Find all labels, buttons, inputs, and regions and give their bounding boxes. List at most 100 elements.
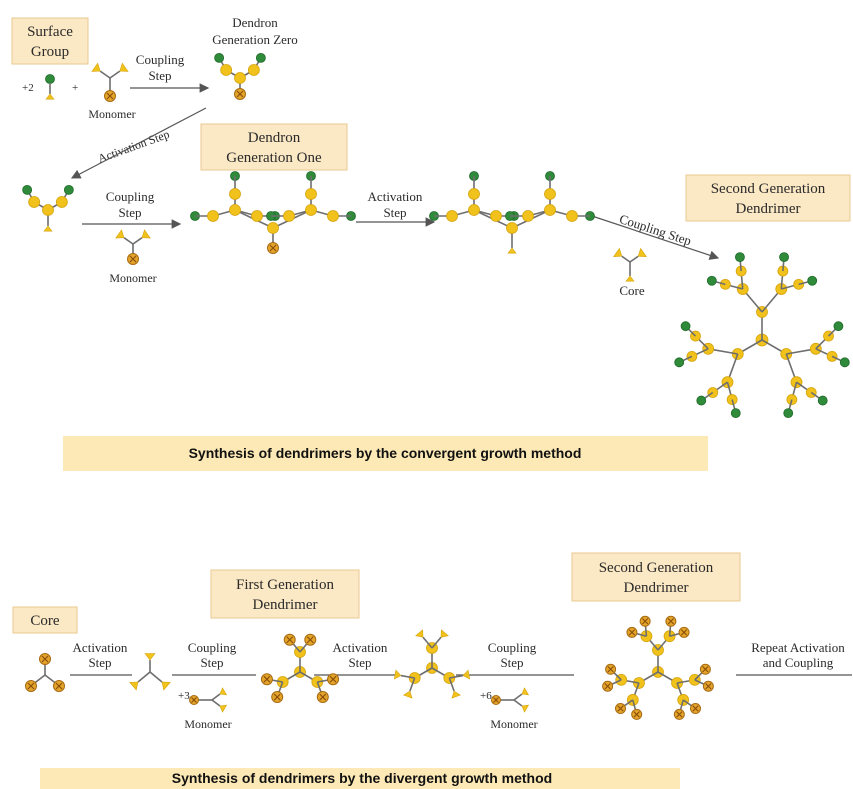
activated-end-wedge <box>219 687 228 696</box>
activated-end-wedge <box>415 629 424 638</box>
bond <box>422 636 433 649</box>
activated-end-wedge <box>393 669 402 680</box>
surface-group-bead <box>214 52 225 63</box>
second-gen-box-convergent <box>685 174 851 222</box>
bond <box>211 699 221 707</box>
activated-end-wedge <box>144 653 156 661</box>
yellow-bead <box>42 204 54 216</box>
bond <box>431 636 442 649</box>
yellow-bead <box>207 210 219 222</box>
bond <box>513 693 523 701</box>
bond <box>400 674 415 679</box>
activated-end-wedge <box>161 681 171 691</box>
activated-end-wedge <box>141 229 151 239</box>
bond <box>99 70 111 79</box>
activated-end-wedge <box>521 704 530 713</box>
reactive-core-mark <box>617 705 624 712</box>
times-three-label: +3 <box>178 690 190 702</box>
reactive-core-mark <box>236 90 244 98</box>
dendron-gen-one-label-2: Generation One <box>226 150 322 166</box>
reactive-core-mark <box>191 697 197 703</box>
bond <box>621 255 631 263</box>
convergent-caption: Synthesis of dendrimers by the convergen… <box>189 445 582 461</box>
surface-group-label-2: Group <box>31 44 69 60</box>
reactive-core-mark <box>329 675 337 683</box>
bond <box>513 699 523 707</box>
times-two-label: +2 <box>22 82 34 94</box>
div-monomer-label-2: Monomer <box>490 717 537 731</box>
activation-step-conv-line1: Activation <box>368 189 423 204</box>
dendron-gen-zero-label-1: Dendron <box>232 15 278 30</box>
activated-end-wedge <box>462 669 471 680</box>
first-gen-label-2: Dendrimer <box>253 597 318 613</box>
first-gen-box <box>210 569 360 619</box>
activated-end-wedge <box>43 225 53 232</box>
reactive-core-mark <box>129 255 137 263</box>
surface-group-bead <box>22 184 33 195</box>
bond <box>109 70 121 79</box>
reactive-core-mark <box>628 629 636 636</box>
activated-end-wedge <box>219 704 228 713</box>
surface-group-bead <box>817 395 828 406</box>
bond <box>629 255 639 263</box>
repeat-line2: and Coupling <box>763 655 834 670</box>
core-box-divergent <box>12 606 78 634</box>
reactive-core-mark <box>607 666 614 673</box>
coupling-step-1-line2: Step <box>148 68 171 83</box>
first-gen-label-1: First Generation <box>236 577 334 593</box>
div-coupling-2-line2: Step <box>500 655 523 670</box>
div-activation-1-line2: Step <box>88 655 111 670</box>
surface-group-bead <box>833 321 844 332</box>
reactive-core-mark <box>106 92 114 100</box>
yellow-bead <box>544 204 556 216</box>
convergent-caption-banner <box>63 436 708 471</box>
plus-label: + <box>72 82 78 94</box>
reactive-core-mark <box>27 682 35 690</box>
reactive-core-mark <box>680 629 688 636</box>
coupling-step-2-line2: Step <box>118 205 141 220</box>
activated-end-wedge <box>402 690 413 699</box>
molecule-layer <box>22 52 850 720</box>
activated-end-wedge <box>637 247 647 257</box>
surface-group-bead <box>674 357 685 368</box>
second-gen-label-1-divergent: Second Generation <box>599 560 714 576</box>
yellow-bead <box>305 188 317 200</box>
surface-group-bead <box>783 408 794 419</box>
activated-end-wedge <box>451 690 462 699</box>
div-activation-1-line1: Activation <box>73 640 128 655</box>
coupling-step-diagonal: Coupling Step <box>618 211 694 248</box>
second-gen-label-1-convergent: Second Generation <box>711 181 826 197</box>
activated-end-wedge <box>91 62 101 72</box>
dendron-gen-one-label-1: Dendron <box>248 130 301 146</box>
surface-group-label-1: Surface <box>27 24 73 40</box>
yellow-bead <box>234 72 246 84</box>
yellow-bead <box>229 204 241 216</box>
reactive-core-mark <box>269 244 277 252</box>
reactive-core-mark <box>306 636 314 644</box>
second-gen-label-2-divergent: Dendrimer <box>624 580 689 596</box>
reactive-core-mark <box>667 618 675 625</box>
coupling-step-2-line1: Coupling <box>106 189 155 204</box>
arrow-activation-diagonal <box>70 107 207 179</box>
repeat-line1: Repeat Activation <box>751 640 845 655</box>
yellow-bead <box>327 210 339 222</box>
yellow-bead <box>283 210 295 222</box>
dendron-gen-zero-label-2: Generation Zero <box>212 32 298 47</box>
surface-group-box <box>11 17 89 65</box>
dendron-gen-one-box <box>200 123 348 171</box>
activated-end-wedge <box>507 247 517 254</box>
surface-group-bead <box>839 357 850 368</box>
yellow-bead <box>220 64 233 76</box>
reactive-core-mark <box>273 693 281 701</box>
reactive-core-mark <box>604 683 611 690</box>
reactive-core-mark <box>633 711 640 718</box>
reactive-core-mark <box>493 697 499 703</box>
activated-end-wedge <box>440 629 449 638</box>
yellow-bead <box>490 210 502 222</box>
reactive-core-mark <box>692 705 699 712</box>
divergent-caption: Synthesis of dendrimers by the divergent… <box>172 770 552 786</box>
coupling-step-1-line1: Coupling <box>136 52 185 67</box>
bond <box>137 671 151 683</box>
surface-group-bead <box>706 275 717 286</box>
